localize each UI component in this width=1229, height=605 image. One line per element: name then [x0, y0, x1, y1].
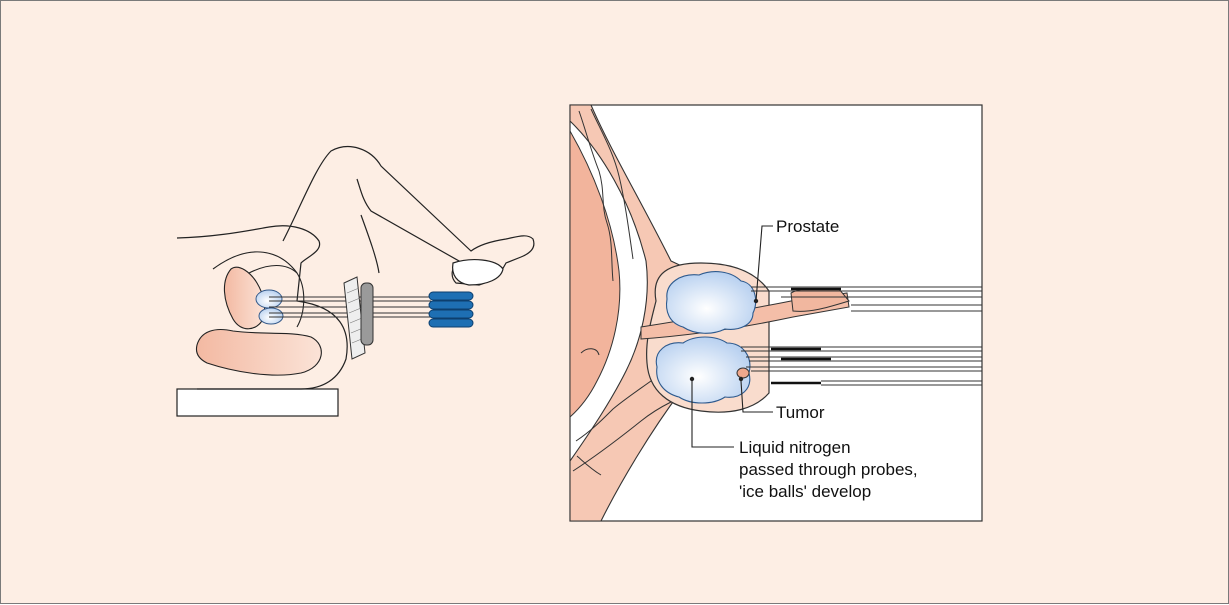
- label-nitrogen-line1: Liquid nitrogen: [739, 438, 851, 457]
- label-tumor: Tumor: [776, 403, 825, 422]
- patient-overview-illustration: [177, 147, 534, 416]
- rectum-outline: [196, 330, 321, 376]
- probe-handles: [429, 292, 473, 327]
- inset-ice-ball-lower: [656, 337, 750, 403]
- label-nitrogen-line2: passed through probes,: [739, 460, 918, 479]
- operating-table: [177, 389, 338, 416]
- detail-inset: Prostate Tumor Liquid nitrogen passed th…: [570, 105, 982, 521]
- label-nitrogen-line3: 'ice balls' develop: [739, 482, 871, 501]
- label-prostate: Prostate: [776, 217, 839, 236]
- tumor: [737, 368, 749, 378]
- ice-ball-lower: [259, 308, 283, 324]
- ice-ball-upper: [256, 290, 282, 308]
- patient-foot: [453, 260, 503, 285]
- inset-ice-ball-upper: [667, 272, 756, 334]
- probe-holder: [361, 283, 373, 345]
